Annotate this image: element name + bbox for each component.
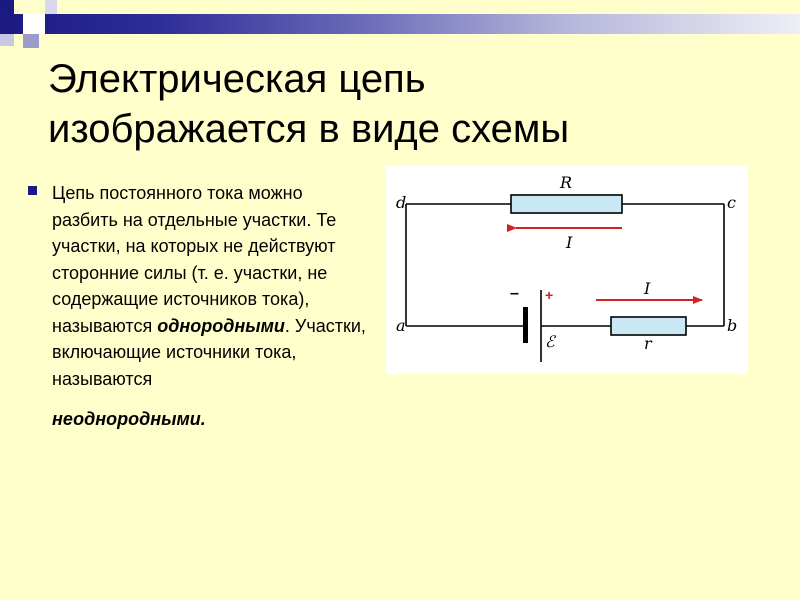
circuit-svg: d c a b R r I I ℰ – +: [396, 173, 737, 362]
resistor-label-R: R: [559, 173, 572, 192]
bullet-text-end: .: [200, 409, 206, 429]
resistor-label-r: r: [644, 334, 653, 353]
bullet-text-part: . Участки, включающие источники тока, на…: [52, 315, 366, 389]
resistor-R: [510, 194, 623, 214]
node-label-d: d: [396, 193, 406, 212]
decor-square: [23, 14, 45, 34]
decor-square: [23, 34, 39, 48]
slide-title-line-2: изображается в виде схемы: [48, 107, 570, 151]
node-label-a: a: [396, 316, 406, 335]
slide-title: Электрическая цепь изображается в виде с…: [48, 54, 768, 154]
term-homogeneous: однородными: [157, 315, 285, 336]
resistor-r: [610, 316, 687, 336]
circuit-diagram: d c a b R r I I ℰ – +: [386, 166, 748, 374]
battery-negative-plate: [523, 307, 528, 343]
current-label-top: I: [565, 233, 573, 252]
bullet-text-part: Цепь постоянного тока можно разбить на о…: [52, 183, 337, 336]
bullet-text: Цепь постоянного тока можно разбить на о…: [52, 180, 372, 433]
slide-title-line-1: Электрическая цепь: [48, 57, 426, 101]
bullet-square-icon: [28, 186, 37, 195]
term-heterogeneous: неоднородными: [52, 409, 201, 429]
emf-label: ℰ: [545, 332, 557, 351]
header-gradient-bar: [0, 14, 800, 34]
polarity-minus: –: [510, 285, 519, 302]
decor-square: [0, 34, 14, 46]
decor-square: [0, 0, 14, 14]
node-label-b: b: [727, 316, 737, 335]
decor-square: [45, 0, 57, 14]
current-label-bottom: I: [643, 279, 651, 298]
node-label-c: c: [727, 193, 736, 212]
polarity-plus: +: [545, 287, 553, 303]
